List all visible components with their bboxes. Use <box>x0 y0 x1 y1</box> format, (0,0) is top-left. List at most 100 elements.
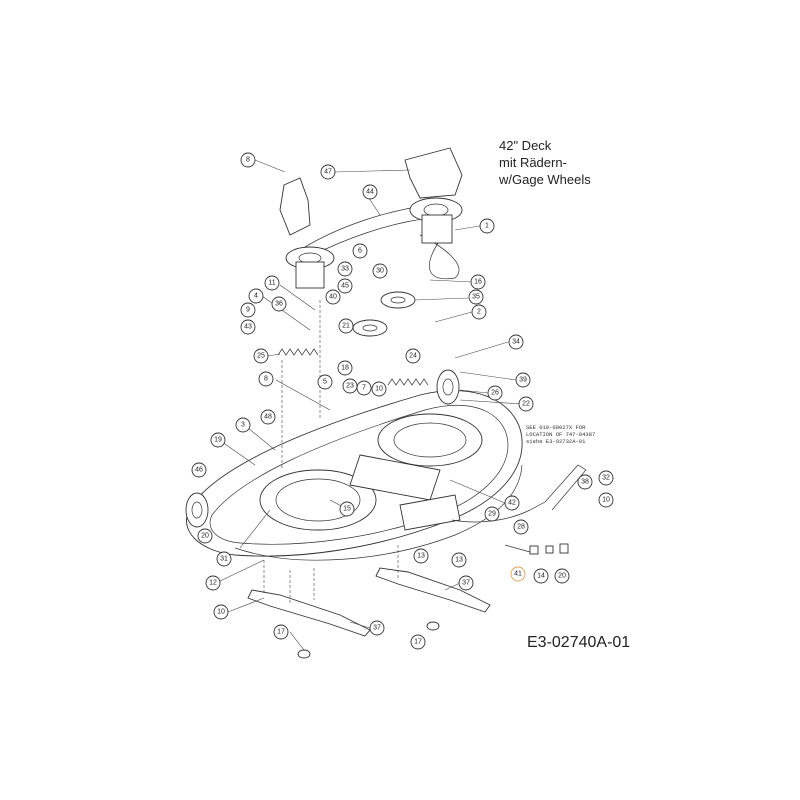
svg-text:36: 36 <box>275 301 283 308</box>
callout-9: 9 <box>240 302 256 318</box>
callout-43: 43 <box>240 319 256 335</box>
callout-12: 12 <box>205 575 221 591</box>
callout-16: 16 <box>470 274 486 290</box>
callout-22: 22 <box>518 396 534 412</box>
svg-text:43: 43 <box>244 324 252 331</box>
note-line-1: SEE 010-08027X FOR <box>526 424 586 431</box>
callout-10a: 10 <box>371 381 387 397</box>
callout-18: 18 <box>337 360 353 376</box>
callout-13: 13 <box>413 548 429 564</box>
callout-44: 44 <box>362 184 378 200</box>
svg-text:28: 28 <box>517 524 525 531</box>
svg-text:15: 15 <box>343 506 351 513</box>
svg-text:10: 10 <box>375 386 383 393</box>
svg-text:47: 47 <box>324 169 332 176</box>
svg-text:25: 25 <box>257 353 265 360</box>
callout-28: 28 <box>513 519 529 535</box>
callout-20b: 20 <box>554 568 570 584</box>
bolts <box>263 300 399 605</box>
svg-text:16: 16 <box>474 279 482 286</box>
svg-text:5: 5 <box>323 379 327 386</box>
callout-23: 23 <box>342 378 358 394</box>
svg-text:9: 9 <box>246 307 250 314</box>
svg-text:37: 37 <box>373 625 381 632</box>
title-line-1: 42" Deck <box>499 138 552 153</box>
callout-34: 34 <box>508 334 524 350</box>
svg-text:20: 20 <box>558 573 566 580</box>
drawing-number: E3-02740A-01 <box>527 634 631 651</box>
callout-10b: 10 <box>598 492 614 508</box>
callout-15: 15 <box>339 501 355 517</box>
callout-14: 14 <box>533 568 549 584</box>
svg-text:21: 21 <box>342 323 350 330</box>
svg-text:19: 19 <box>214 437 222 444</box>
leader-lines <box>217 159 523 651</box>
callout-42: 42 <box>504 495 520 511</box>
callout-31: 31 <box>216 551 232 567</box>
svg-text:1: 1 <box>485 223 489 230</box>
callout-8a: 8 <box>240 152 256 168</box>
svg-text:7: 7 <box>362 385 366 392</box>
callout-21: 21 <box>338 318 354 334</box>
link-rod <box>451 464 587 555</box>
svg-text:10: 10 <box>217 609 225 616</box>
gauge-wheels <box>185 369 460 528</box>
belt-covers <box>279 147 463 236</box>
svg-text:30: 30 <box>376 268 384 275</box>
svg-text:23: 23 <box>346 383 354 390</box>
callout-17a: 17 <box>273 624 289 640</box>
svg-text:44: 44 <box>366 189 374 196</box>
svg-text:46: 46 <box>195 467 203 474</box>
svg-text:10: 10 <box>602 497 610 504</box>
callout-47: 47 <box>320 164 336 180</box>
svg-text:45: 45 <box>341 283 349 290</box>
callout-29: 29 <box>484 506 500 522</box>
belt-and-pulleys <box>285 197 463 337</box>
callout-13b: 13 <box>451 552 467 568</box>
svg-text:24: 24 <box>409 353 417 360</box>
callout-20a: 20 <box>197 528 213 544</box>
callout-19: 19 <box>210 432 226 448</box>
svg-text:35: 35 <box>472 294 480 301</box>
svg-text:11: 11 <box>268 280 275 287</box>
svg-text:13: 13 <box>417 553 425 560</box>
callout-4: 4 <box>248 288 264 304</box>
callout-33: 33 <box>337 261 353 277</box>
blades <box>247 567 491 659</box>
callout-5: 5 <box>317 374 333 390</box>
svg-text:48: 48 <box>264 414 272 421</box>
svg-text:4: 4 <box>254 293 258 300</box>
callout-36: 36 <box>271 296 287 312</box>
note-line-2: LOCATION OF 747-04387 <box>526 431 596 438</box>
callout-37b: 37 <box>369 620 385 636</box>
svg-text:41: 41 <box>514 571 522 578</box>
callout-30: 30 <box>372 263 388 279</box>
callout-48: 48 <box>260 409 276 425</box>
callout-2: 2 <box>471 304 487 320</box>
svg-text:22: 22 <box>522 401 530 408</box>
callout-35: 35 <box>468 289 484 305</box>
callout-25: 25 <box>253 348 269 364</box>
svg-text:39: 39 <box>519 377 527 384</box>
svg-text:14: 14 <box>537 573 545 580</box>
svg-text:18: 18 <box>341 365 349 372</box>
svg-text:40: 40 <box>329 294 337 301</box>
svg-text:2: 2 <box>477 309 481 316</box>
svg-text:42: 42 <box>508 500 516 507</box>
callout-26: 26 <box>487 385 503 401</box>
mower-deck <box>186 390 523 561</box>
title-line-2: mit Rädern- <box>499 155 567 170</box>
svg-text:17: 17 <box>277 629 285 636</box>
svg-text:38: 38 <box>581 479 589 486</box>
svg-text:33: 33 <box>341 266 349 273</box>
callout-6: 6 <box>352 243 368 259</box>
springs <box>277 348 429 386</box>
svg-text:31: 31 <box>220 556 228 563</box>
svg-text:32: 32 <box>602 475 610 482</box>
svg-text:8: 8 <box>264 376 268 383</box>
svg-text:37: 37 <box>462 580 470 587</box>
title-line-3: w/Gage Wheels <box>499 172 591 187</box>
svg-text:3: 3 <box>241 422 245 429</box>
callout-46: 46 <box>191 462 207 478</box>
